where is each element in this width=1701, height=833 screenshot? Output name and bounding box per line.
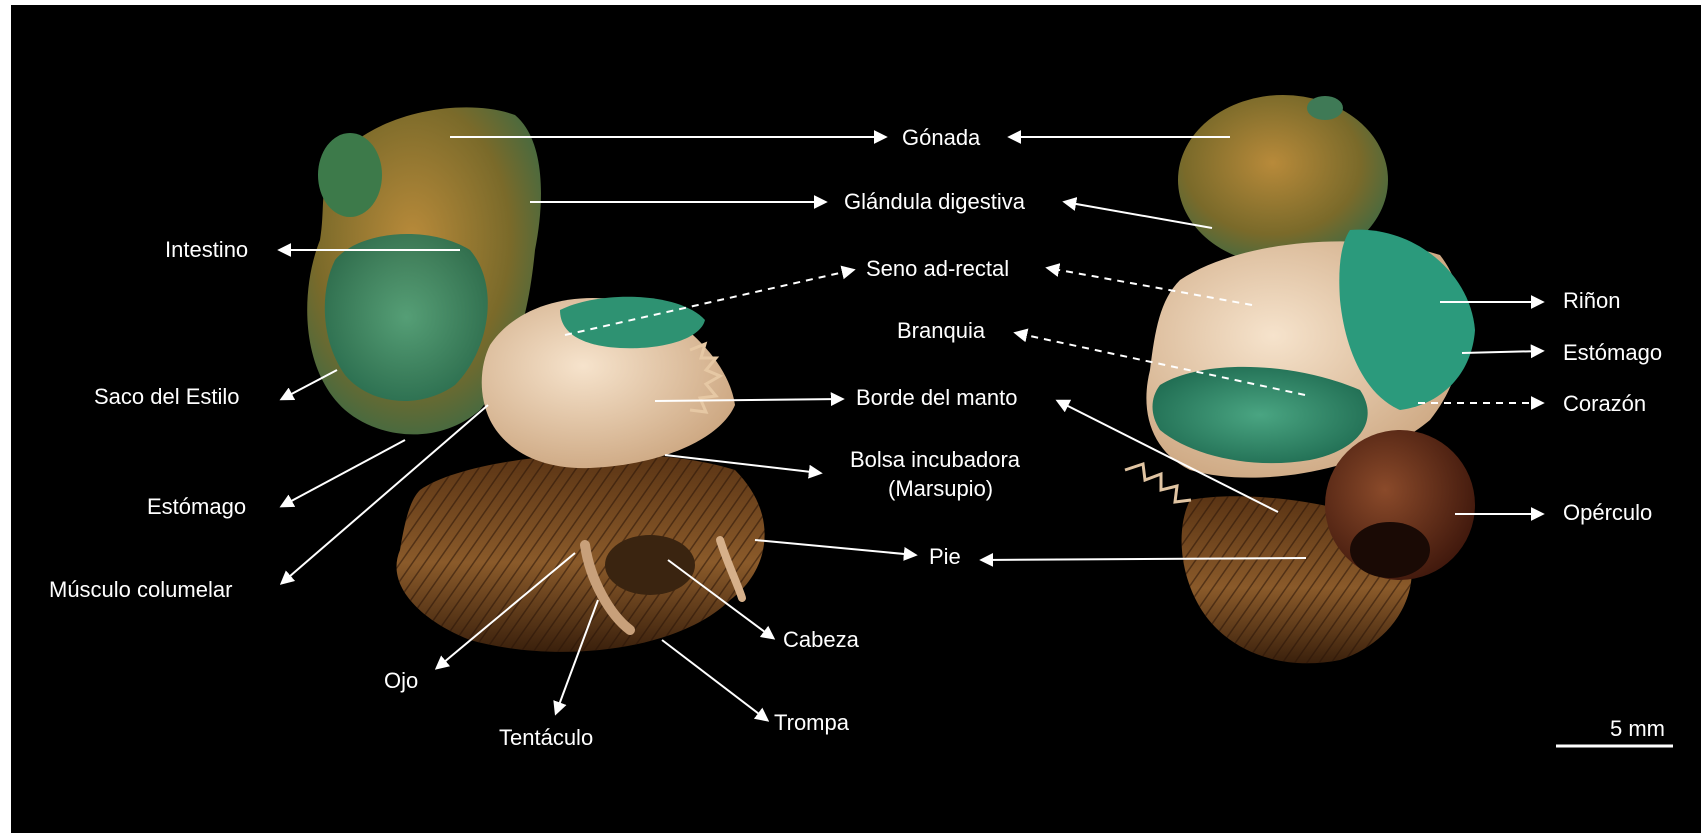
label-estomago-right: Estómago	[1563, 340, 1662, 366]
arrow-estomago-right	[1462, 351, 1542, 353]
left-shell-apex	[318, 133, 382, 217]
left-foot-texture	[396, 454, 764, 652]
right-apex	[1307, 96, 1343, 120]
arrow-trompa	[662, 640, 767, 720]
right-mantle-fringe	[1125, 464, 1191, 502]
label-estomago-left: Estómago	[147, 494, 246, 520]
label-musculo-columelar: Músculo columelar	[49, 577, 232, 603]
label-pie: Pie	[929, 544, 961, 570]
label-glandula-digestiva: Glándula digestiva	[844, 189, 1025, 215]
label-intestino: Intestino	[165, 237, 248, 263]
scale-label: 5 mm	[1610, 716, 1665, 742]
arrow-estomago-left	[282, 440, 405, 506]
label-branquia: Branquia	[897, 318, 985, 344]
label-gonada: Gónada	[902, 125, 980, 151]
label-seno-ad-rectal: Seno ad-rectal	[866, 256, 1009, 282]
label-ojo: Ojo	[384, 668, 418, 694]
left-head	[605, 535, 695, 595]
label-trompa: Trompa	[774, 710, 849, 736]
label-marsupio: (Marsupio)	[888, 476, 993, 502]
label-bolsa-incubadora: Bolsa incubadora	[850, 447, 1020, 473]
right-operculum-dark	[1350, 522, 1430, 578]
label-borde-del-manto: Borde del manto	[856, 385, 1017, 411]
left-snail	[307, 107, 764, 651]
label-rinon: Riñon	[1563, 288, 1620, 314]
label-operculo: Opérculo	[1563, 500, 1652, 526]
label-saco-del-estilo: Saco del Estilo	[94, 384, 240, 410]
label-cabeza: Cabeza	[783, 627, 859, 653]
right-snail	[1125, 95, 1475, 663]
label-corazon: Corazón	[1563, 391, 1646, 417]
arrow-pie-left	[755, 540, 915, 555]
label-tentaculo: Tentáculo	[499, 725, 593, 751]
